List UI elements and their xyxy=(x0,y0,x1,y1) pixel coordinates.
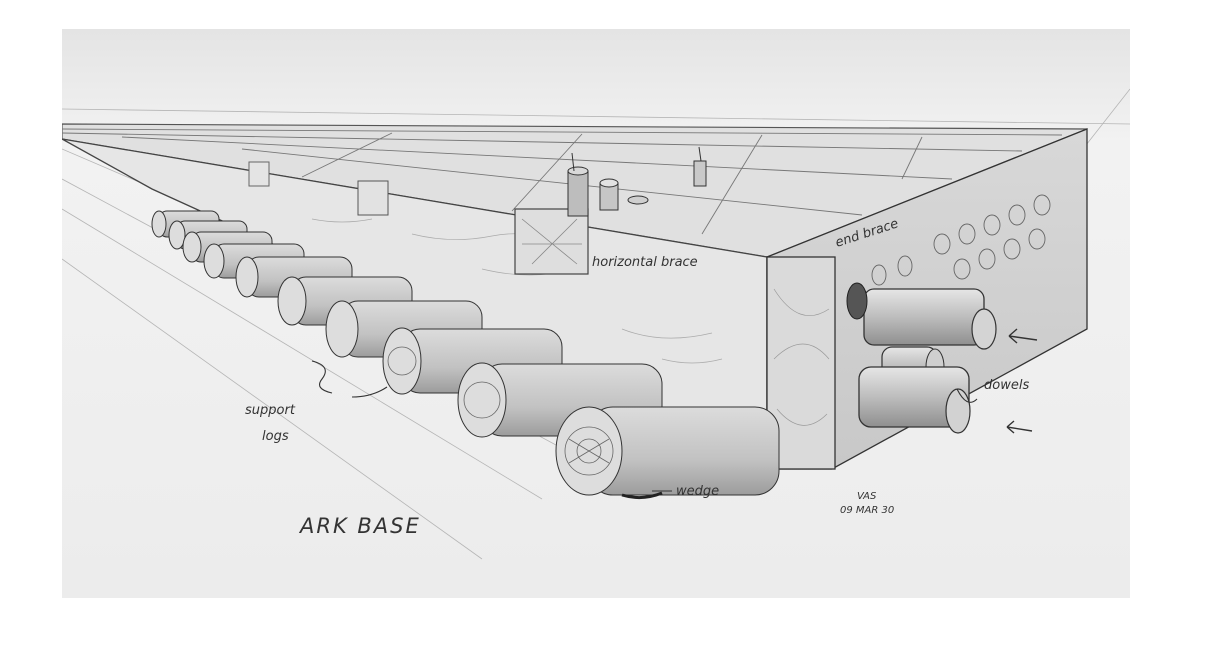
label-support-line2: logs xyxy=(262,429,289,444)
brace-panel-small xyxy=(357,180,389,216)
signature-line2: 09 MAR 30 xyxy=(840,505,894,516)
label-dowels: dowels xyxy=(984,378,1029,393)
dowel-arrows xyxy=(1006,328,1038,434)
dowel-upper xyxy=(846,282,997,350)
wedge-mark xyxy=(621,491,663,500)
pencil-drawing-sheet: ARK BASE horizontal brace end brace dowe… xyxy=(62,29,1130,598)
drawing-title: ARK BASE xyxy=(298,514,421,538)
end-post-grain xyxy=(773,288,830,426)
deck-posts xyxy=(567,146,707,217)
deck-plank-lines xyxy=(62,128,1063,235)
log-end-rings xyxy=(387,346,614,476)
end-brace-dowel-holes xyxy=(871,194,1051,286)
horizontal-brace-panel xyxy=(514,208,589,275)
dowel-lower xyxy=(858,366,971,434)
label-wedge: wedge xyxy=(676,484,719,499)
signature-line1: VAS xyxy=(857,491,877,502)
leader-lines xyxy=(311,360,978,492)
label-horizontal-brace: horizontal brace xyxy=(592,255,698,270)
brace-crosshatch xyxy=(521,218,582,265)
brace-panel-far xyxy=(248,161,270,187)
ark-base-sketch: ARK BASE horizontal brace end brace dowe… xyxy=(62,29,1130,598)
support-logs xyxy=(151,210,780,496)
label-support-line1: support xyxy=(245,403,296,418)
